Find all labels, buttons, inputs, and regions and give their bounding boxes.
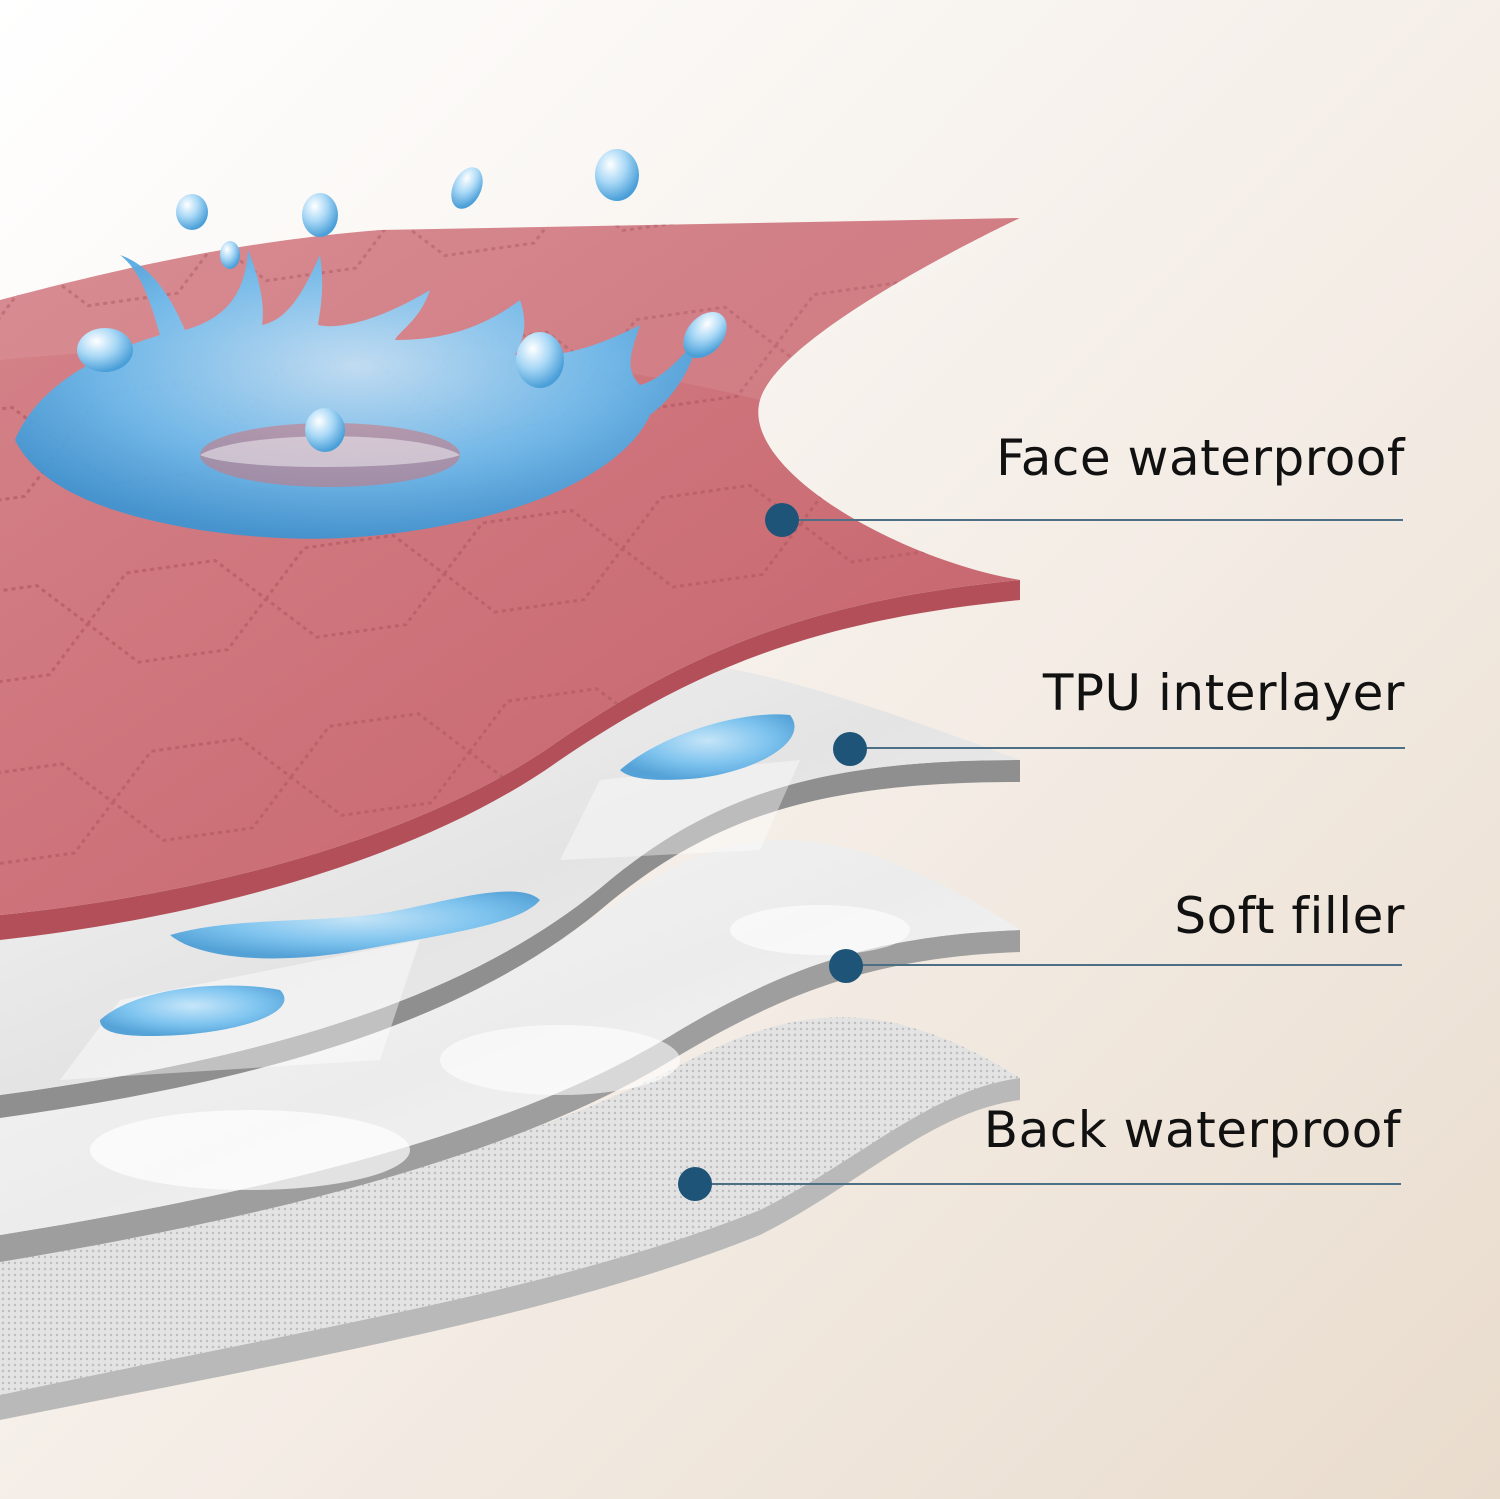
layer-marker xyxy=(833,732,867,766)
water-bead xyxy=(100,985,285,1037)
water-splash-icon xyxy=(15,250,700,539)
droplet xyxy=(683,311,727,359)
droplet xyxy=(302,193,338,237)
layer-soft-filler xyxy=(0,840,1020,1262)
layer-back-waterproof xyxy=(0,1017,1020,1420)
layer-label: TPU interlayer xyxy=(1042,664,1405,722)
layer-marker xyxy=(829,949,863,983)
water-bead xyxy=(620,714,795,780)
water-droplets xyxy=(176,149,727,359)
droplet xyxy=(451,167,483,209)
water-bead xyxy=(170,891,540,959)
layer-marker xyxy=(678,1167,712,1201)
layer-marker xyxy=(765,503,799,537)
droplet xyxy=(595,149,639,201)
layer-label: Face waterproof xyxy=(996,429,1406,487)
layer-label: Soft filler xyxy=(1174,887,1405,945)
droplet xyxy=(220,241,240,269)
layer-tpu-interlayer xyxy=(0,660,1020,1118)
layer-label: Back waterproof xyxy=(984,1101,1402,1159)
droplet xyxy=(176,194,208,230)
